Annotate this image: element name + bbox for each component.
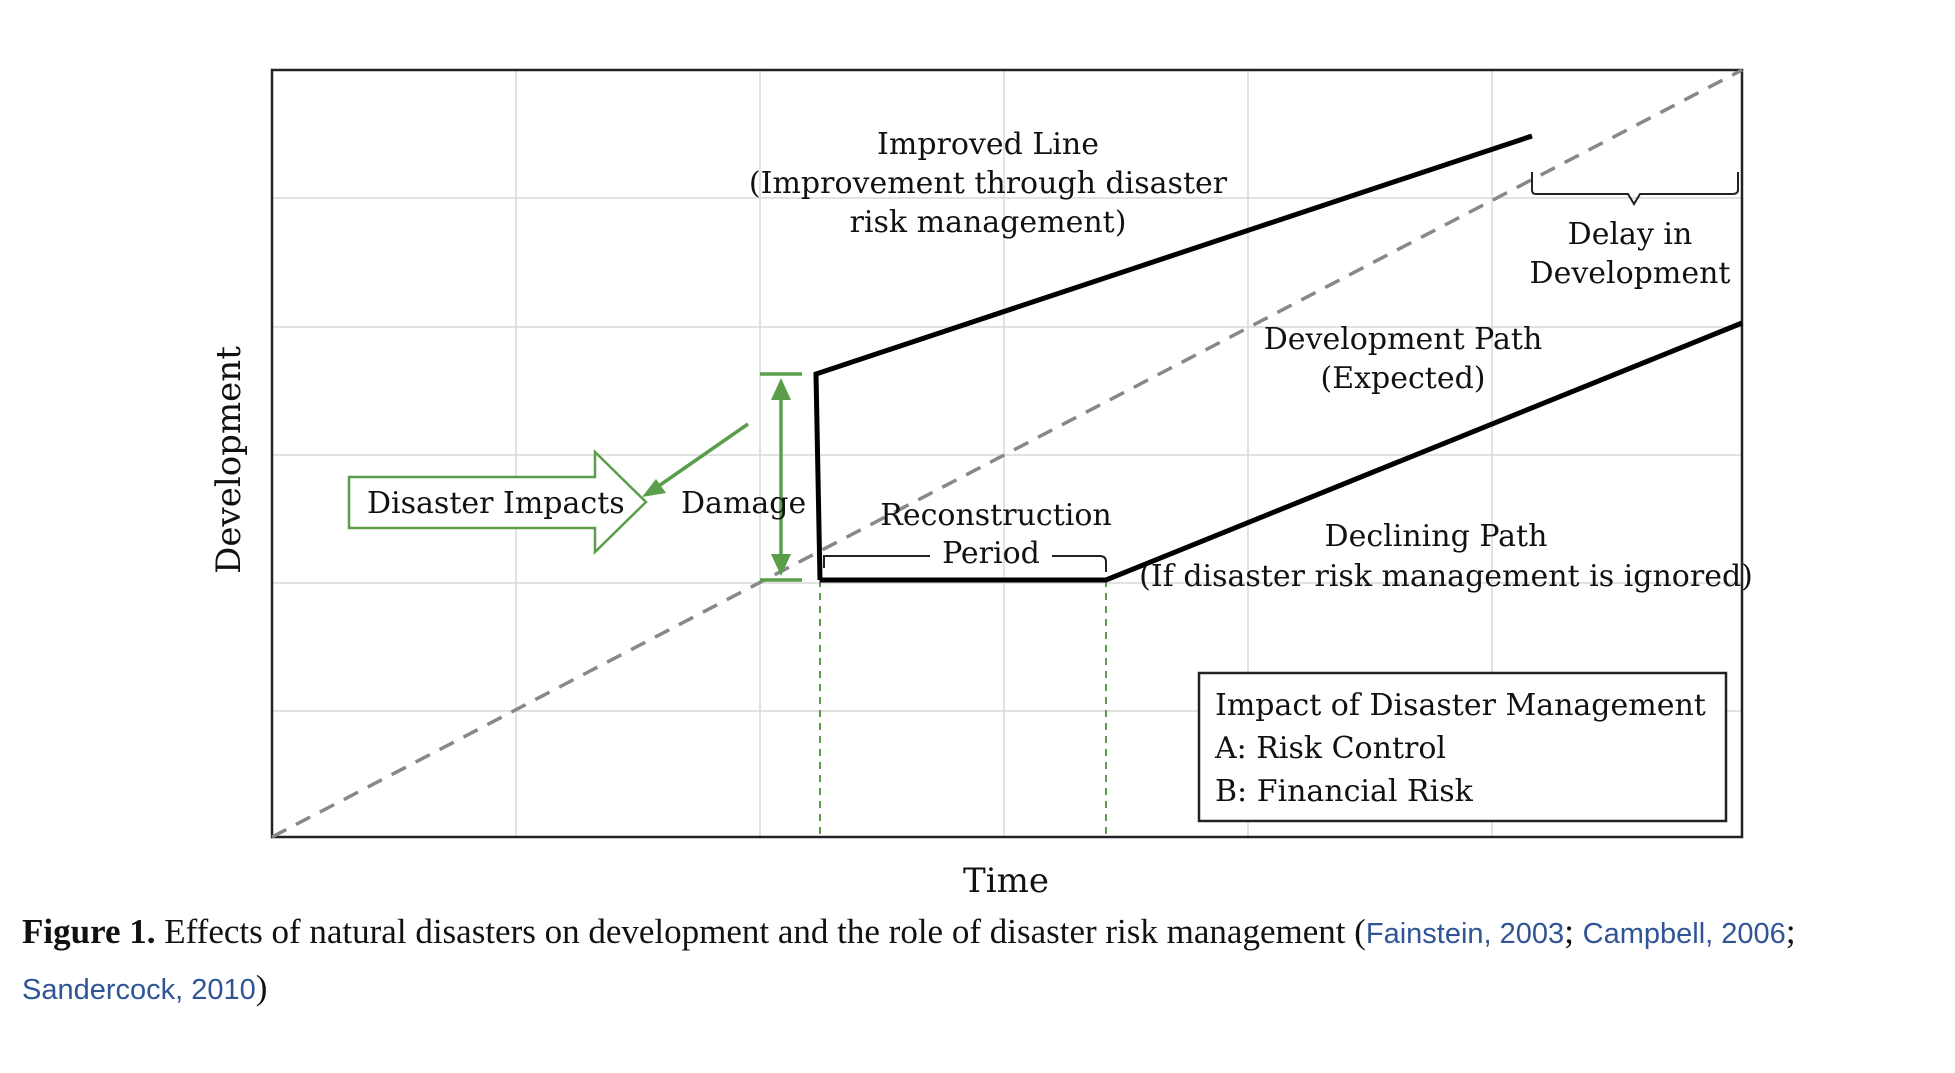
- reconstruction-period-label: Reconstruction Period: [880, 498, 1111, 571]
- svg-text:(Expected): (Expected): [1321, 361, 1486, 396]
- legend-title: Impact of Disaster Management: [1215, 688, 1706, 723]
- svg-text:risk management): risk management): [850, 205, 1127, 240]
- damage-pointer-arrow: [649, 422, 749, 494]
- svg-text:Delay in: Delay in: [1568, 217, 1693, 252]
- improved-line-path: [813, 133, 1533, 581]
- svg-text:Improved Line: Improved Line: [877, 127, 1099, 162]
- delay-label: Delay in Development: [1530, 217, 1731, 291]
- legend-item: A: Risk Control: [1214, 731, 1446, 766]
- x-axis-label: Time: [963, 861, 1049, 900]
- svg-text:(Improvement through disaster: (Improvement through disaster: [749, 166, 1228, 201]
- declining-path: [820, 320, 1743, 583]
- figure-number: Figure 1.: [22, 912, 156, 951]
- expected-path-line: [271, 68, 1743, 839]
- delay-bracket: [1531, 172, 1739, 206]
- legend-box: Impact of Disaster Management A: Risk Co…: [1197, 671, 1728, 823]
- damage-arrow: [760, 372, 802, 582]
- svg-text:Declining Path: Declining Path: [1325, 519, 1548, 554]
- disaster-impacts-block-arrow: [347, 449, 648, 555]
- svg-text:Development: Development: [1530, 256, 1731, 291]
- citation-separator: ;: [1785, 912, 1796, 951]
- svg-text:Development Path: Development Path: [1264, 322, 1543, 357]
- citation-link-sandercock[interactable]: Sandercock, 2010: [22, 974, 256, 1006]
- damage-label: Damage: [681, 486, 806, 521]
- svg-text:Reconstruction: Reconstruction: [880, 498, 1111, 533]
- citation-link-fainstein[interactable]: Fainstein, 2003: [1365, 918, 1565, 950]
- svg-text:(If disaster risk management i: (If disaster risk management is ignored): [1139, 559, 1753, 594]
- y-axis-label: Development: [209, 346, 249, 574]
- declining-path-label: Declining Path (If disaster risk managem…: [1139, 519, 1753, 594]
- figure-caption: Figure 1. Effects of natural disasters o…: [22, 905, 1934, 1017]
- plot-frame: [270, 68, 1744, 839]
- citation-separator: ;: [1564, 912, 1583, 951]
- disaster-development-diagram: Disaster Impacts Damage Improved Line (I…: [209, 68, 1753, 900]
- damage-pointer-arrowhead: [642, 479, 666, 497]
- reconstruction-bracket: [823, 555, 1107, 572]
- improved-line-label: Improved Line (Improvement through disas…: [749, 127, 1228, 240]
- citation-link-campbell[interactable]: Campbell, 2006: [1582, 918, 1786, 950]
- disaster-impacts-label: Disaster Impacts: [367, 486, 625, 521]
- svg-text:Period: Period: [942, 536, 1040, 571]
- caption-text: Effects of natural disasters on developm…: [155, 912, 1366, 951]
- caption-close: ): [255, 968, 268, 1007]
- legend-item: B: Financial Risk: [1215, 774, 1474, 809]
- expected-path-label: Development Path (Expected): [1264, 322, 1543, 396]
